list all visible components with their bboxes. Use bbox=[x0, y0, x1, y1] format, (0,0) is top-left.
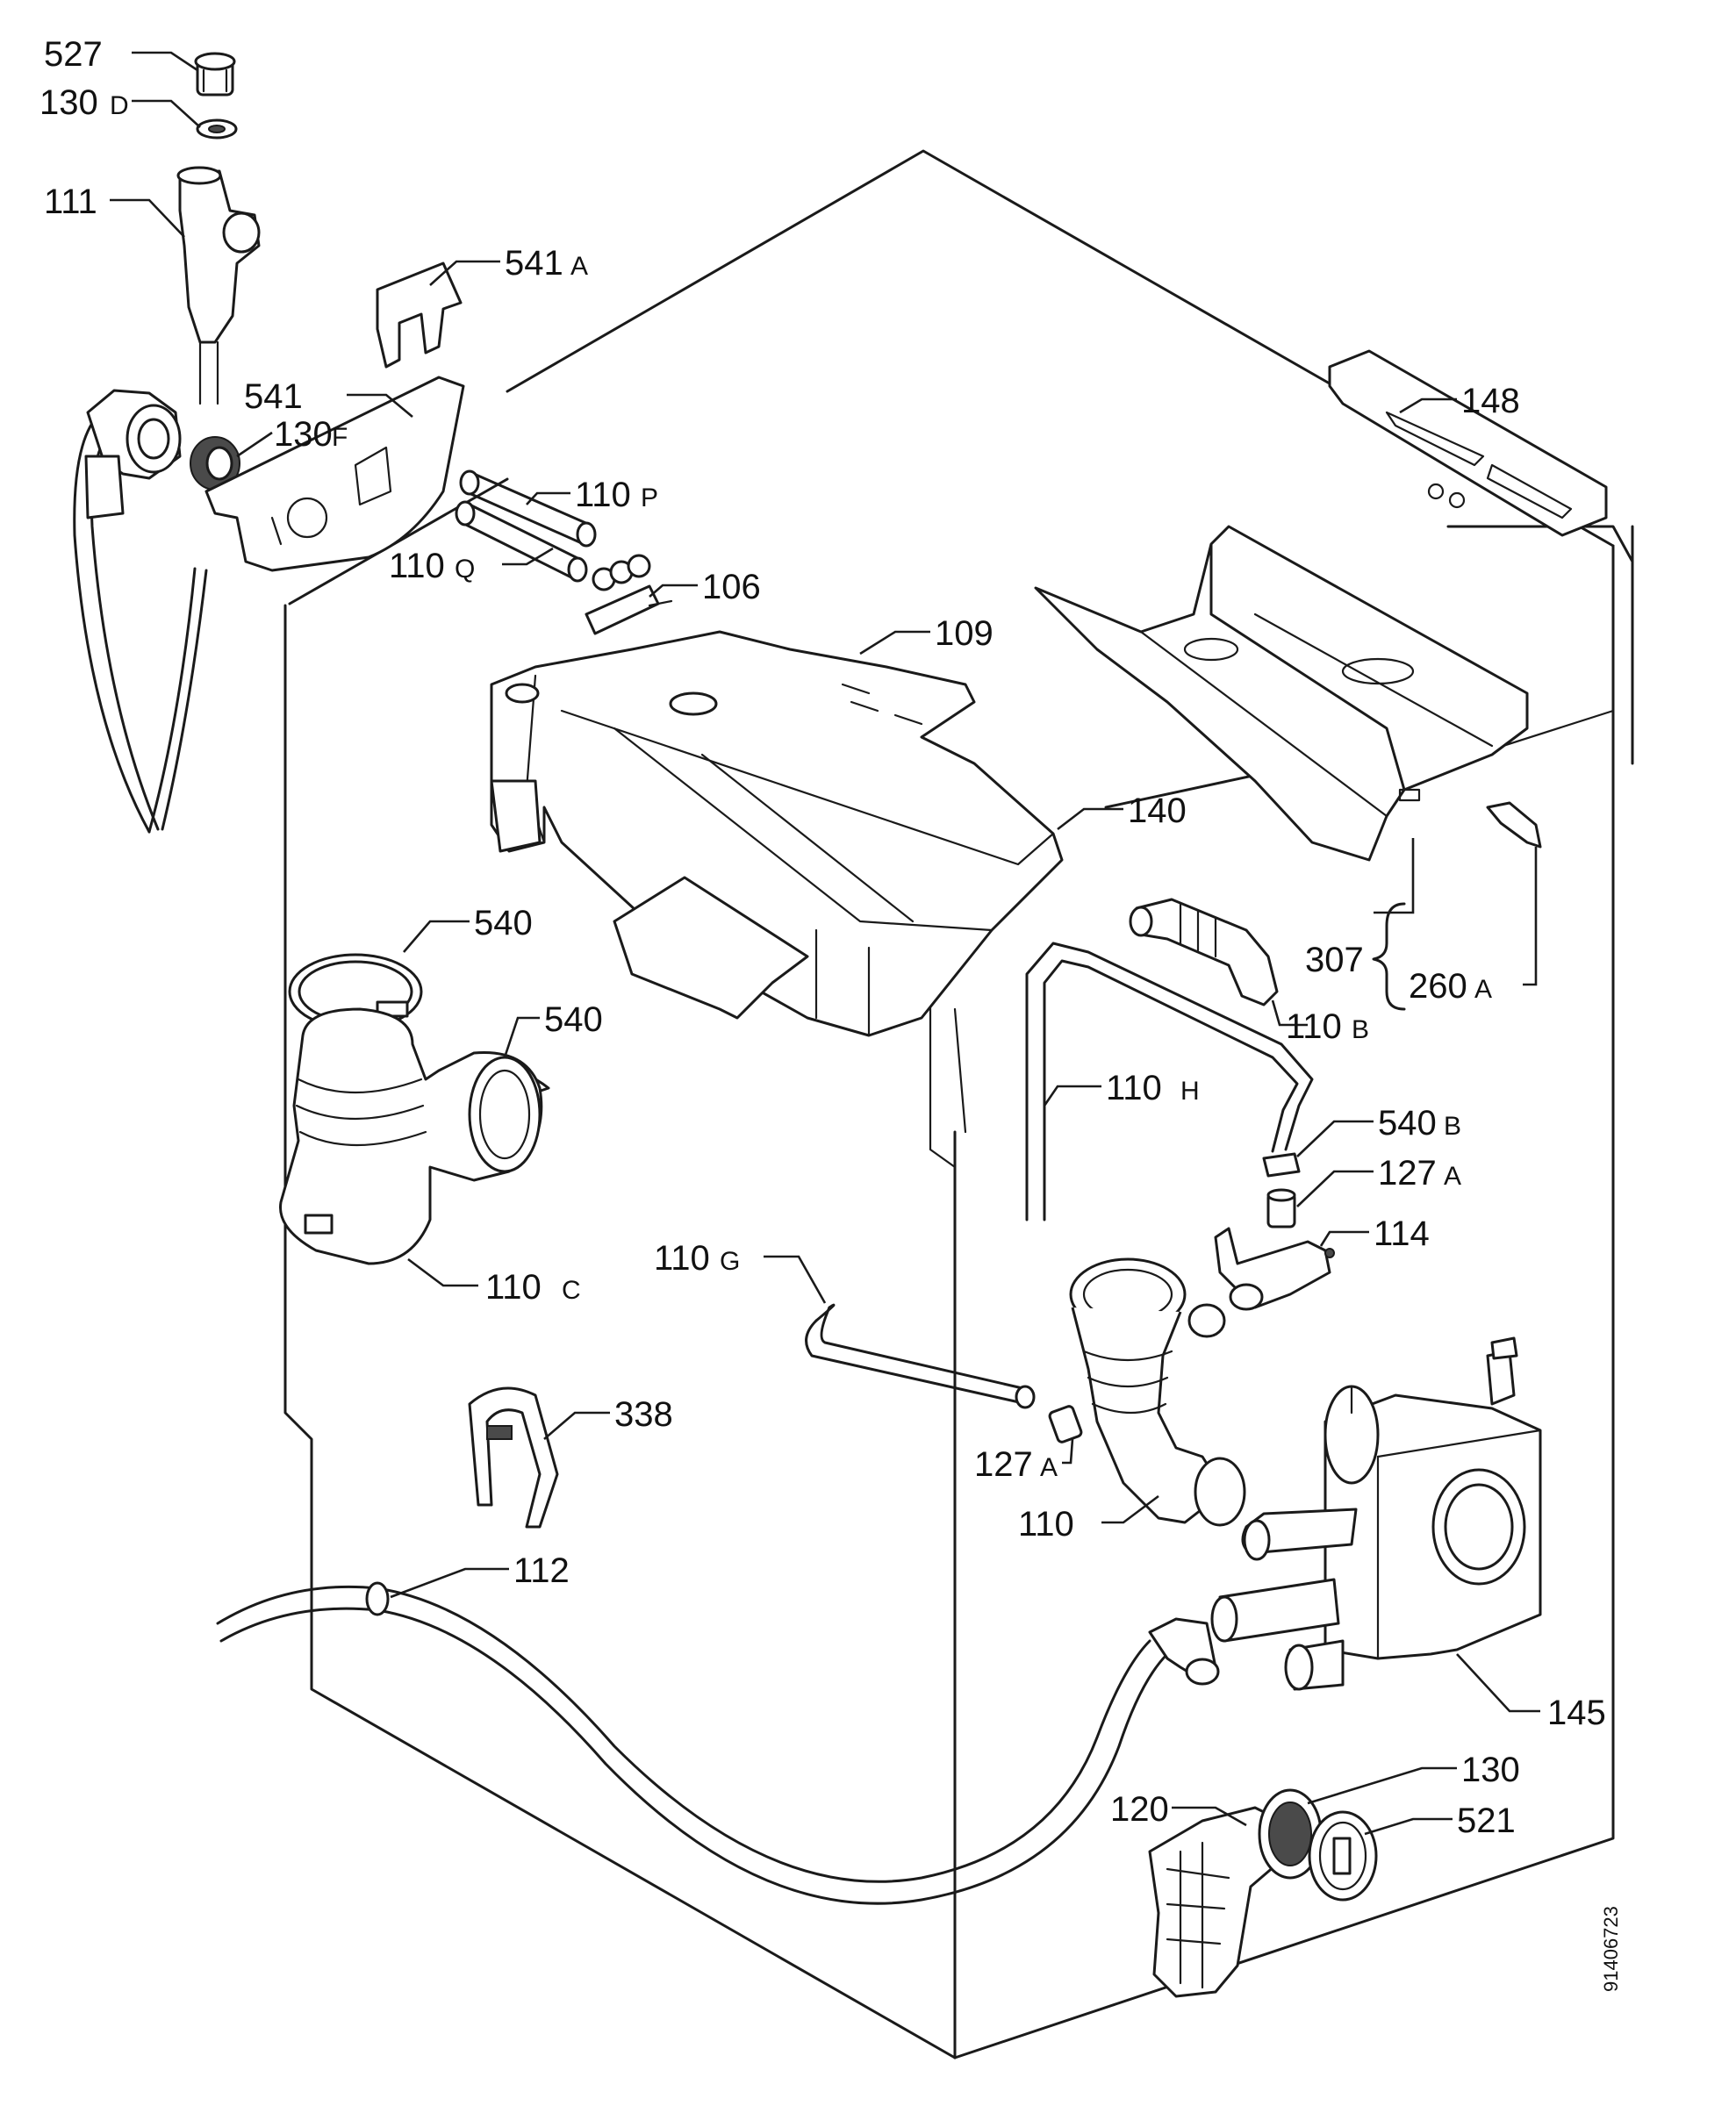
label-110h: 110 bbox=[1106, 1069, 1162, 1107]
part-145-pump bbox=[1210, 1336, 1542, 1691]
label-110p-suffix: P bbox=[641, 484, 658, 512]
part-127a-nozzle-upper bbox=[1266, 1188, 1296, 1228]
label-540-upper: 540 bbox=[474, 904, 533, 942]
label-114: 114 bbox=[1374, 1214, 1430, 1253]
label-130: 130 bbox=[1461, 1751, 1520, 1789]
label-110q-suffix: Q bbox=[455, 555, 475, 584]
label-110p: 110 bbox=[575, 476, 631, 514]
part-338-clip bbox=[468, 1386, 559, 1529]
callout-labels: 527 130 D 111 541 A 541 130 F 110 P 110 … bbox=[39, 35, 1622, 1992]
label-541: 541 bbox=[244, 377, 303, 416]
label-307: 307 bbox=[1305, 941, 1364, 979]
label-130f: 130 bbox=[274, 415, 333, 454]
label-120: 120 bbox=[1110, 1790, 1169, 1829]
label-260a-suffix: A bbox=[1474, 975, 1492, 1004]
part-521-cap bbox=[1308, 1810, 1378, 1902]
label-110h-suffix: H bbox=[1180, 1077, 1200, 1106]
label-110q: 110 bbox=[389, 547, 445, 585]
label-110c: 110 bbox=[485, 1268, 542, 1307]
label-112: 112 bbox=[513, 1551, 570, 1590]
label-260a: 260 bbox=[1409, 967, 1467, 1006]
part-112-drain-hose bbox=[216, 1581, 1220, 1905]
label-130d-suffix: D bbox=[110, 91, 129, 120]
label-130d: 130 bbox=[39, 83, 98, 122]
part-127a-nozzle-lower bbox=[1048, 1405, 1083, 1443]
label-140: 140 bbox=[1128, 792, 1187, 830]
label-540b: 540 bbox=[1378, 1104, 1437, 1143]
part-120-filter-housing bbox=[1148, 1806, 1292, 1998]
part-110b-hose bbox=[1129, 898, 1279, 1006]
part-110-elbow-hose bbox=[1069, 1257, 1246, 1527]
part-110g-hose bbox=[805, 1303, 1036, 1409]
label-527: 527 bbox=[44, 35, 103, 74]
label-110: 110 bbox=[1018, 1505, 1074, 1544]
part-110q-tube bbox=[455, 500, 588, 583]
part-527-cap bbox=[194, 52, 236, 97]
part-111-inlet-valve bbox=[176, 166, 261, 405]
part-541a-clip bbox=[376, 261, 463, 369]
leader-lines bbox=[110, 51, 1540, 1836]
part-106-connector bbox=[585, 554, 673, 635]
part-110c-bellows bbox=[279, 1007, 543, 1265]
label-110b-suffix: B bbox=[1352, 1015, 1369, 1044]
brace-307 bbox=[1372, 902, 1406, 1011]
label-338: 338 bbox=[614, 1395, 673, 1434]
part-inlet-hose bbox=[73, 389, 208, 834]
label-540b-suffix: B bbox=[1444, 1112, 1461, 1141]
part-148-handle bbox=[1328, 349, 1608, 537]
part-109-dispenser-housing bbox=[490, 630, 1064, 1037]
part-260a-clip bbox=[1486, 801, 1542, 849]
label-110g-suffix: G bbox=[720, 1247, 740, 1276]
label-110b: 110 bbox=[1286, 1007, 1342, 1046]
part-130d-washer bbox=[196, 118, 238, 140]
label-109: 109 bbox=[935, 614, 994, 653]
label-111: 111 bbox=[44, 183, 97, 221]
part-540b-clamp bbox=[1262, 1152, 1301, 1178]
part-130-gasket bbox=[1258, 1788, 1323, 1880]
label-127a-lower-suffix: A bbox=[1040, 1453, 1058, 1482]
label-145: 145 bbox=[1547, 1694, 1606, 1732]
part-541-bracket bbox=[204, 376, 465, 572]
diagram-code: 91406723 bbox=[1600, 1906, 1622, 1992]
label-127a-lower: 127 bbox=[974, 1445, 1033, 1484]
label-110g: 110 bbox=[654, 1239, 710, 1278]
label-148: 148 bbox=[1461, 382, 1520, 420]
label-521: 521 bbox=[1457, 1802, 1516, 1840]
part-110h-hose bbox=[1025, 942, 1314, 1221]
label-130f-suffix: F bbox=[332, 423, 348, 452]
label-541a: 541 bbox=[505, 244, 563, 283]
label-540-lower: 540 bbox=[544, 1000, 603, 1039]
label-106: 106 bbox=[702, 568, 761, 606]
label-110c-suffix: C bbox=[562, 1276, 581, 1305]
part-114-valve bbox=[1214, 1227, 1335, 1311]
label-541a-suffix: A bbox=[570, 252, 588, 281]
part-307-drawer bbox=[1034, 525, 1529, 862]
label-127a-upper-suffix: A bbox=[1444, 1162, 1461, 1191]
part-130f-gasket bbox=[190, 436, 240, 491]
label-127a-upper: 127 bbox=[1378, 1154, 1437, 1193]
